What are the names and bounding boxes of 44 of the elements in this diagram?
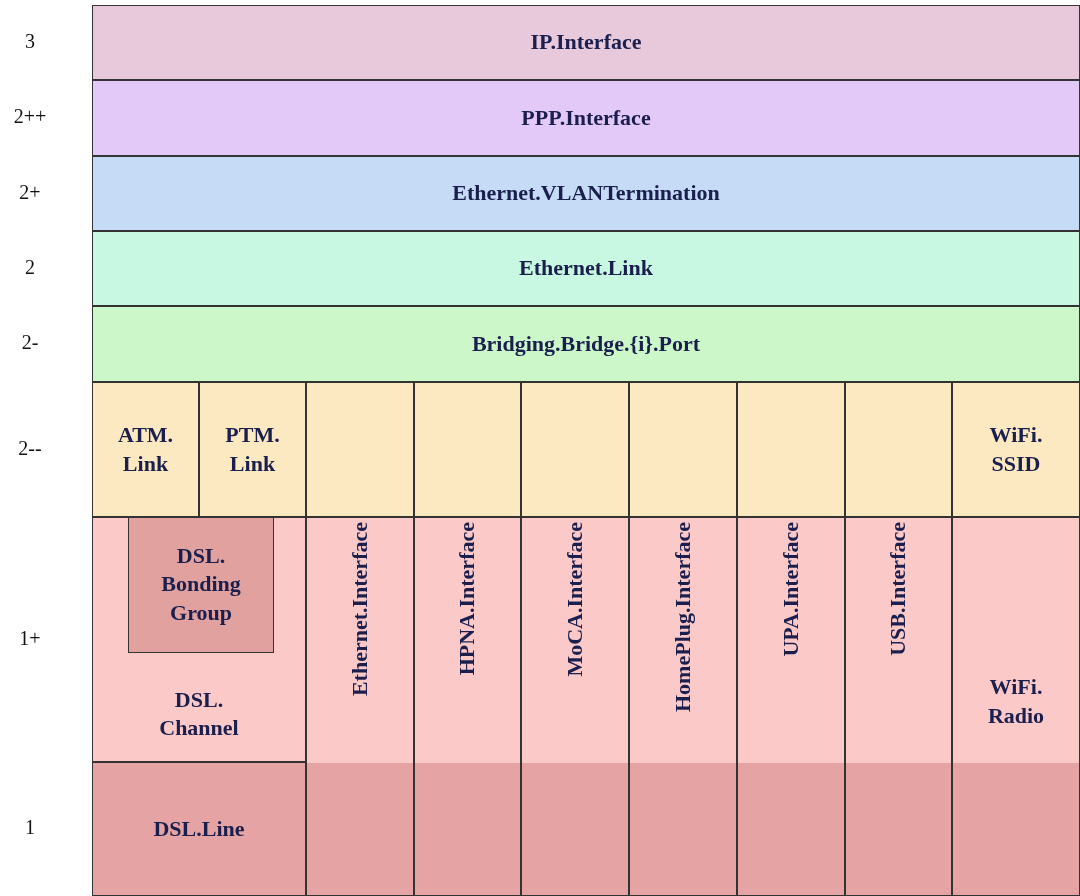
layer-number: 2+	[18, 180, 42, 204]
layer-number: 1+	[18, 626, 42, 650]
layer-cell	[92, 382, 199, 517]
layer-cell	[952, 517, 1080, 896]
object-name: ATM. Link	[116, 420, 175, 478]
layer-cell	[199, 382, 306, 517]
layer-cell	[92, 306, 1080, 382]
layer-cell	[92, 231, 1080, 306]
object-name: HomePlug.Interface	[668, 522, 696, 712]
object-name: DSL. Bonding Group	[160, 541, 242, 627]
object-name: Ethernet.Link	[519, 254, 653, 283]
layer-number: 2	[24, 255, 36, 279]
interface-column	[737, 517, 845, 896]
layer-number: 2++	[12, 105, 48, 128]
layer-number: 2--	[17, 436, 43, 460]
layer-number: 3	[24, 29, 36, 53]
layer-cell	[92, 80, 1080, 156]
interface-column	[629, 517, 737, 896]
layer-cell	[92, 762, 306, 896]
layer-number: 1	[24, 816, 36, 839]
layer-cell	[128, 516, 274, 653]
object-name: MoCA.Interface	[560, 522, 588, 677]
object-name: DSL. Channel	[158, 685, 240, 743]
object-name: IP.Interface	[530, 28, 642, 57]
object-name: WiFi. SSID	[988, 420, 1044, 478]
layer-number: 2-	[20, 331, 40, 354]
interface-column	[845, 517, 952, 896]
object-name: HPNA.Interface	[453, 522, 481, 676]
object-name: DSL.Line	[153, 814, 245, 843]
object-name: WiFi. Radio	[986, 673, 1046, 730]
interface-column	[521, 517, 629, 896]
object-name: USB.Interface	[884, 522, 912, 656]
object-name: UPA.Interface	[776, 522, 804, 657]
object-name: PTM. Link	[224, 420, 281, 478]
object-name: PPP.Interface	[521, 103, 651, 132]
interface-column	[306, 517, 414, 896]
interface-column	[414, 517, 521, 896]
layer-cell	[92, 156, 1080, 231]
layer-cell	[92, 5, 1080, 80]
object-name: Ethernet.Interface	[345, 522, 373, 697]
layer-cell	[92, 517, 306, 762]
layer-cell	[952, 382, 1080, 517]
object-name: Bridging.Bridge.{i}.Port	[471, 329, 701, 358]
object-name: Ethernet.VLANTermination	[452, 179, 720, 208]
